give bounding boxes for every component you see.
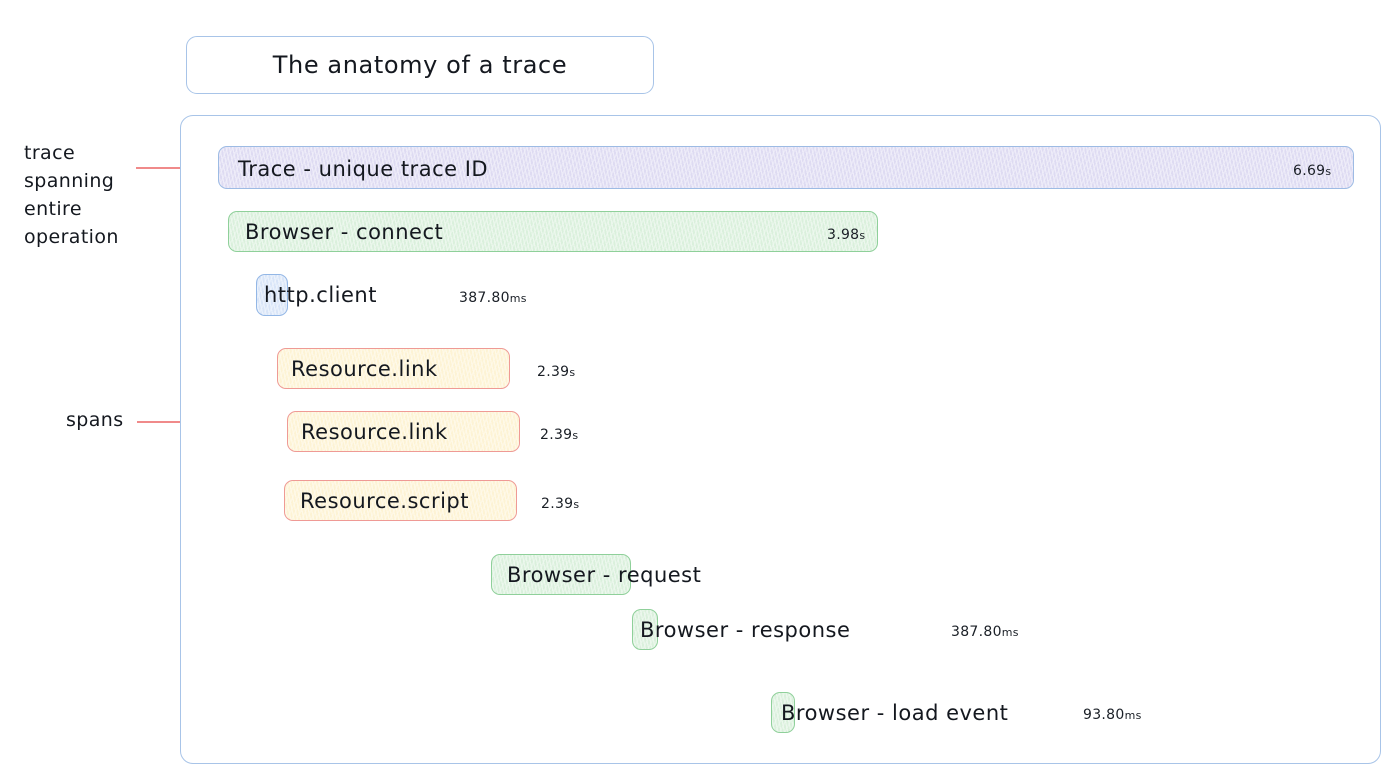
- span-bar-browser-request[interactable]: [491, 554, 631, 595]
- span-duration-browser-load-event-unit: ms: [1124, 709, 1142, 722]
- annotation-trace-label: trace spanning entire operation: [24, 142, 119, 248]
- span-duration-browser-response: 387.80ms: [951, 624, 1019, 640]
- diagram-title-card: The anatomy of a trace: [186, 36, 654, 94]
- span-duration-resource-script-unit: s: [573, 498, 580, 511]
- span-duration-resource-link-1: 2.39s: [537, 364, 575, 380]
- span-duration-resource-link-1-unit: s: [569, 366, 576, 379]
- span-duration-trace-unit: s: [1325, 165, 1332, 178]
- span-duration-http-client-unit: ms: [509, 292, 527, 305]
- span-duration-browser-response-value: 387.80: [951, 624, 1002, 640]
- span-label-browser-response: Browser - response: [640, 618, 851, 642]
- span-duration-browser-connect-unit: s: [859, 229, 866, 242]
- span-bar-trace[interactable]: [218, 146, 1354, 189]
- span-label-resource-link-1: Resource.link: [291, 357, 438, 381]
- span-duration-http-client-value: 387.80: [459, 290, 510, 306]
- span-bar-resource-link-1[interactable]: [277, 348, 510, 389]
- span-duration-trace-value: 6.69: [1293, 163, 1326, 179]
- span-bar-resource-script[interactable]: [284, 480, 517, 521]
- annotation-trace-leader-line: [136, 167, 206, 169]
- span-label-resource-link-2: Resource.link: [301, 420, 448, 444]
- span-bar-http-client[interactable]: [256, 274, 288, 316]
- span-duration-resource-link-2-unit: s: [572, 429, 579, 442]
- span-duration-resource-script-value: 2.39: [541, 496, 574, 512]
- span-bar-browser-response[interactable]: [632, 609, 658, 650]
- span-duration-http-client: 387.80ms: [459, 290, 527, 306]
- page-title: The anatomy of a trace: [272, 51, 568, 79]
- span-duration-resource-link-1-value: 2.39: [537, 364, 570, 380]
- span-duration-resource-link-2-value: 2.39: [540, 427, 573, 443]
- span-duration-resource-link-2: 2.39s: [540, 427, 578, 443]
- span-duration-browser-load-event-value: 93.80: [1083, 707, 1125, 723]
- span-duration-resource-script: 2.39s: [541, 496, 579, 512]
- span-duration-browser-connect: 3.98s: [827, 227, 865, 243]
- span-label-browser-request: Browser - request: [507, 563, 702, 587]
- span-bar-browser-load-event[interactable]: [771, 692, 795, 733]
- annotation-spans-leader-line: [137, 421, 211, 423]
- span-duration-trace: 6.69s: [1293, 163, 1331, 179]
- span-label-resource-script: Resource.script: [300, 489, 469, 513]
- span-duration-browser-load-event: 93.80ms: [1083, 707, 1142, 723]
- span-label-browser-connect: Browser - connect: [245, 220, 444, 244]
- annotation-spans-label: spans: [66, 409, 124, 431]
- span-label-http-client: http.client: [264, 283, 377, 307]
- span-bar-resource-link-2[interactable]: [287, 411, 520, 452]
- span-label-browser-load-event: Browser - load event: [781, 701, 1009, 725]
- span-duration-browser-connect-value: 3.98: [827, 227, 860, 243]
- span-duration-browser-response-unit: ms: [1001, 626, 1019, 639]
- span-label-trace: Trace - unique trace ID: [238, 157, 489, 181]
- span-bar-browser-connect[interactable]: [228, 211, 878, 252]
